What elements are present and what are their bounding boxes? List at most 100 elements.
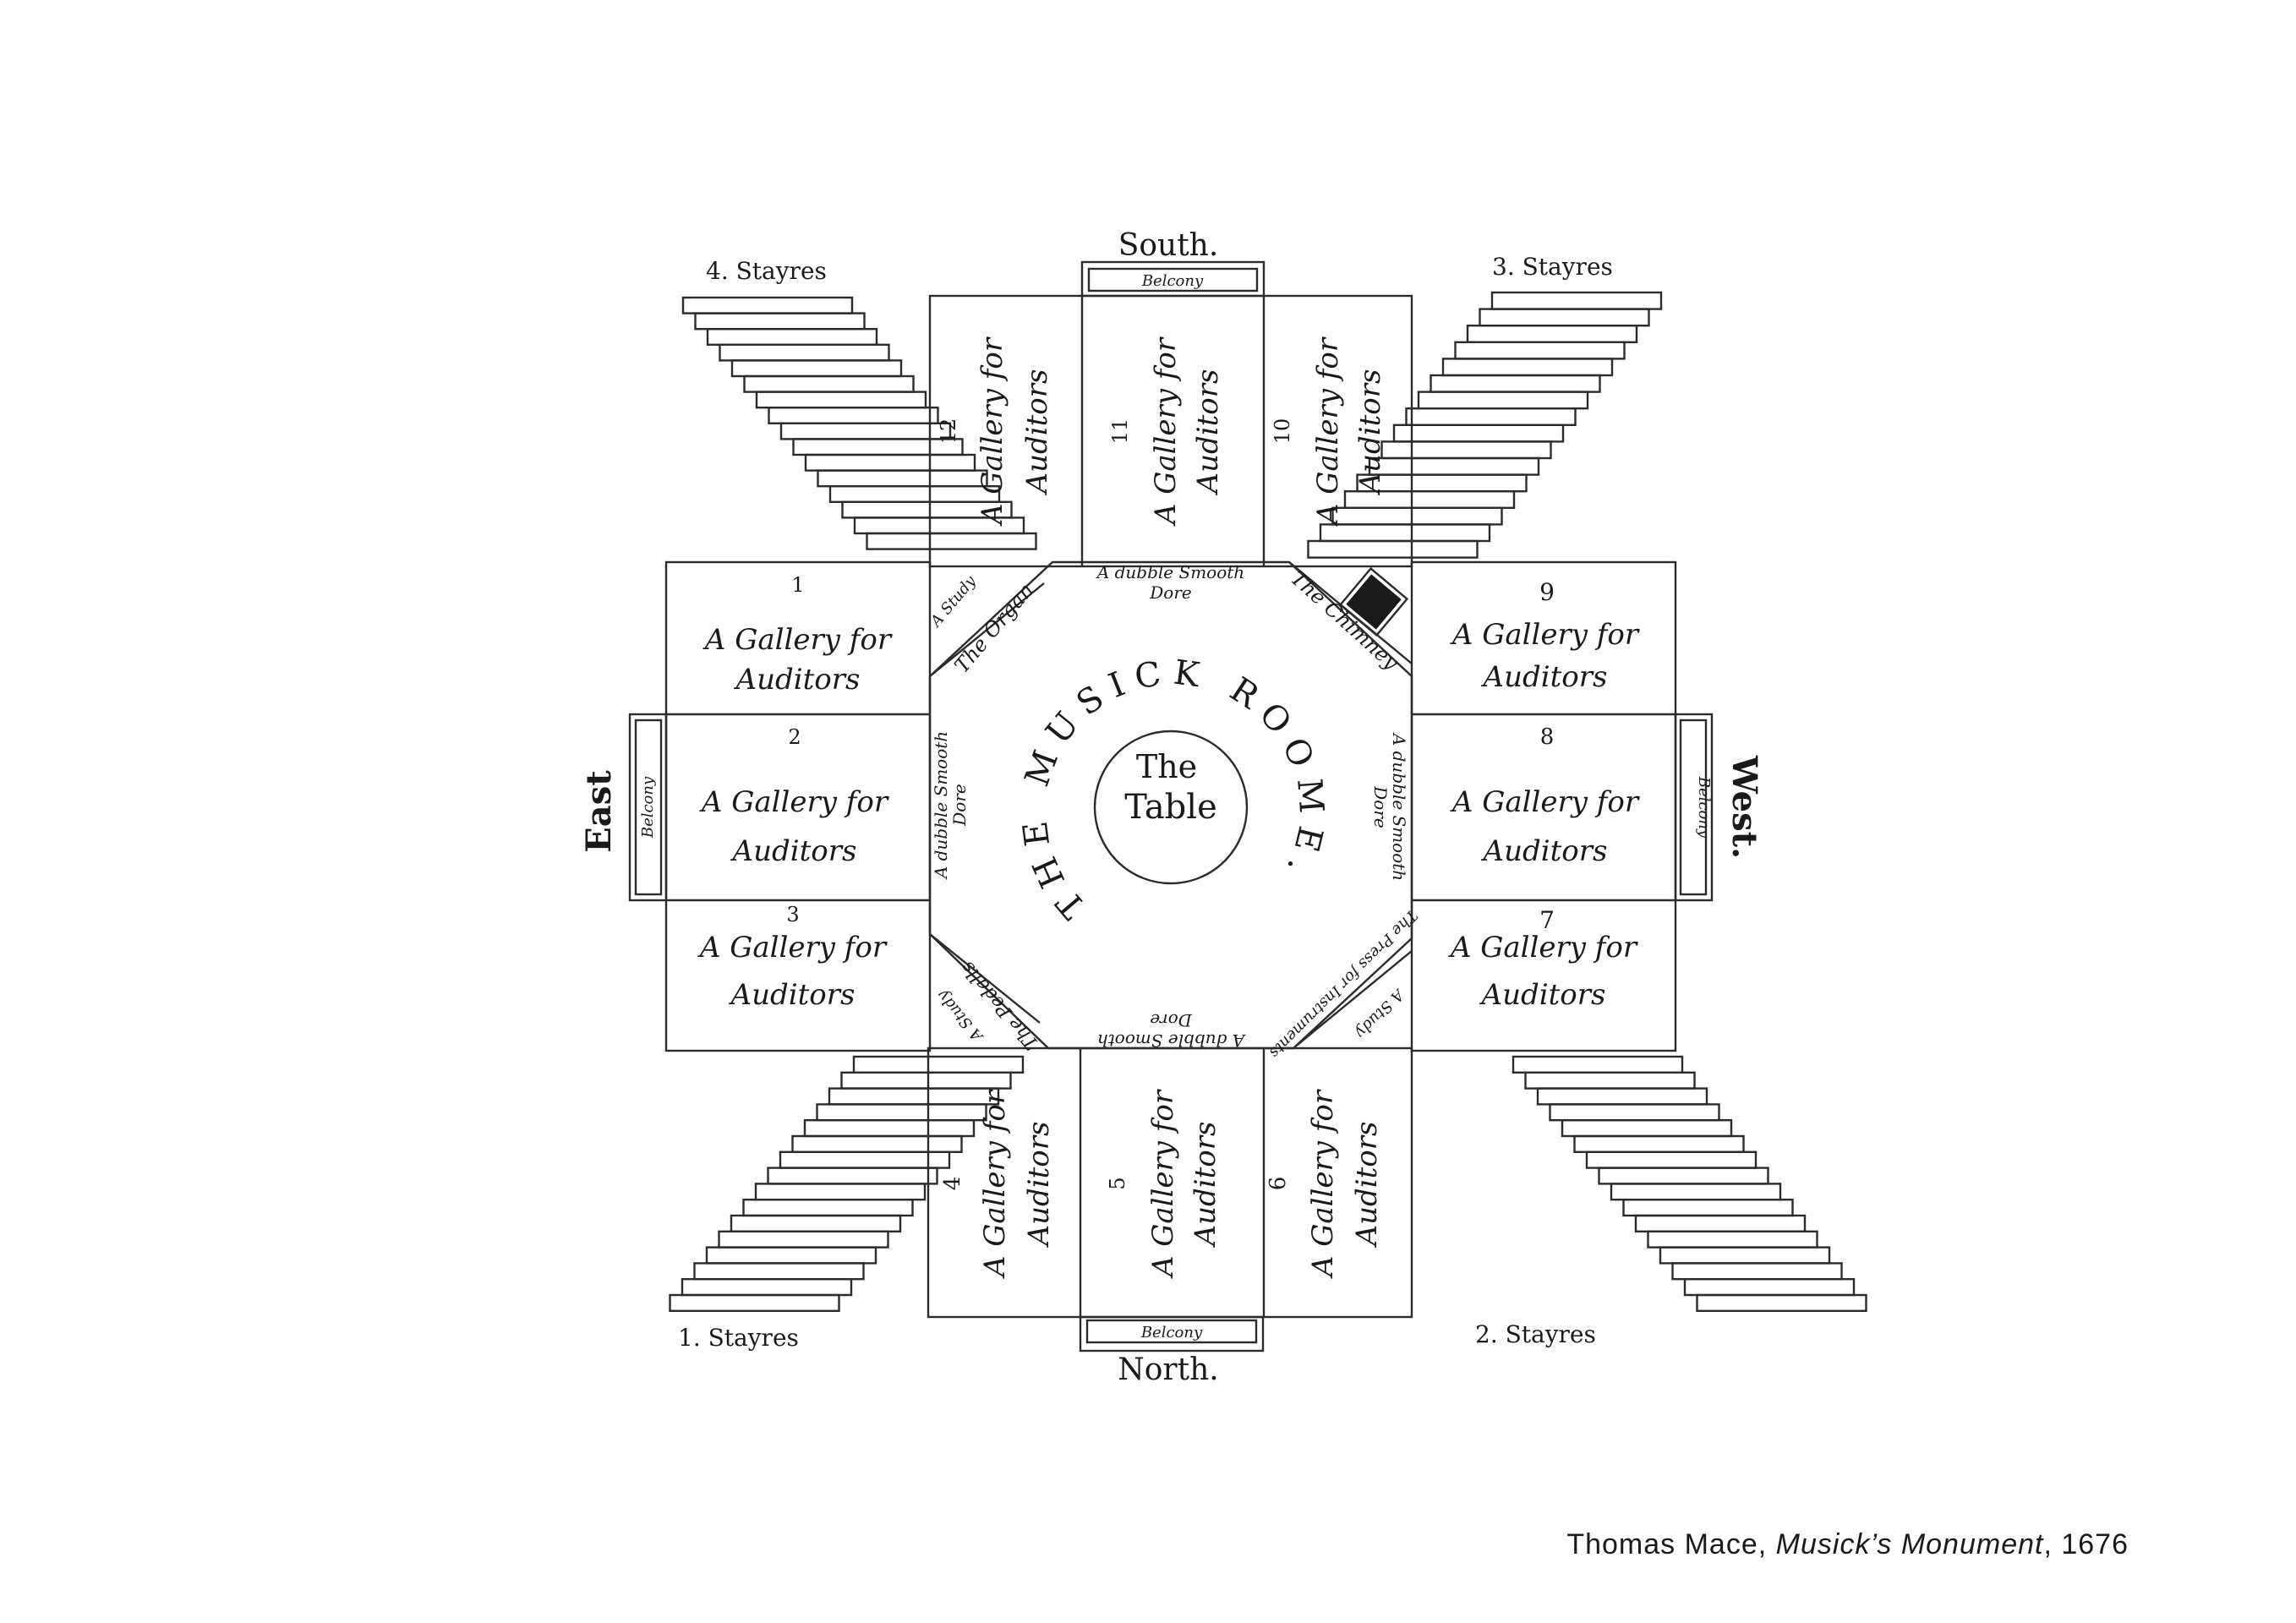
stair-tread (1405, 407, 1577, 427)
gallery-8: 8 A Gallery for Auditors (1450, 724, 1640, 868)
gallery-6: 6 A Gallery for Auditors (1266, 1089, 1384, 1279)
table-label-line1: The (1136, 748, 1197, 785)
stair-tread (1536, 1087, 1708, 1106)
gallery-label-line2: Auditors (1481, 660, 1608, 694)
door-label-line2: Dore (1149, 582, 1191, 603)
door-north: A dubble Smooth Dore (1097, 1010, 1246, 1051)
gallery-5: 5 A Gallery for Auditors (1106, 1089, 1222, 1279)
stair-tread (816, 1103, 987, 1122)
stair-tread (742, 1198, 914, 1217)
stairs-2 (1512, 1055, 1867, 1312)
stair-tread (817, 469, 988, 488)
stair-tread (1598, 1167, 1769, 1185)
stair-tread (852, 1055, 1025, 1074)
door-label-line2: Dore (1150, 1010, 1192, 1030)
stair-tread (840, 1071, 1012, 1090)
stair-tread (1561, 1118, 1733, 1138)
figure-caption: Thomas Mace, Musick’s Monument, 1676 (1566, 1528, 2129, 1561)
gallery-4: 4 A Gallery for Auditors (940, 1089, 1056, 1279)
stair-tread (1441, 358, 1614, 377)
stair-tread (1380, 440, 1552, 460)
stair-tread (1585, 1150, 1758, 1169)
balcony-east-label: Belcony (639, 776, 657, 839)
stair-tread (767, 1167, 938, 1185)
compass-west: West. (1725, 755, 1764, 859)
stairs-3-label: 3. Stayres (1492, 253, 1613, 281)
stair-tread (804, 453, 976, 472)
gallery-number: 6 (1266, 1177, 1291, 1191)
gallery-label-line2: Auditors (1479, 978, 1606, 1012)
compass-south: South. (1118, 228, 1219, 263)
stair-tread (681, 296, 854, 314)
gallery-number: 9 (1539, 578, 1555, 606)
stair-tread (803, 1118, 976, 1138)
study-nw-label: A Study (926, 572, 980, 631)
gallery-12: 12 A Gallery for Auditors (937, 336, 1054, 527)
stair-tread (705, 1246, 877, 1265)
stair-tread (719, 343, 890, 362)
stairs-2-label: 2. Stayres (1475, 1320, 1596, 1348)
stair-tread (755, 391, 927, 409)
compass-north: North. (1118, 1352, 1218, 1387)
stair-tread (1331, 506, 1503, 526)
stair-tread (1454, 341, 1626, 360)
gallery-number: 4 (940, 1177, 965, 1191)
chimney-label: The Chimney (1286, 566, 1403, 675)
gallery-label-line1: A Gallery for (1450, 618, 1640, 652)
gallery-label-line2: Auditors (1353, 369, 1387, 496)
chimney-icon (1338, 566, 1409, 637)
stair-tread (1647, 1230, 1818, 1249)
stair-tread (1659, 1246, 1831, 1265)
door-label-line1: A dubble Smooth (1096, 562, 1244, 582)
gallery-label-line2: Auditors (729, 978, 856, 1012)
gallery-1: 1 A Gallery for Auditors (702, 573, 893, 697)
gallery-label-line2: Auditors (734, 663, 861, 697)
gallery-label-line2: Auditors (730, 834, 857, 868)
stair-tread (791, 1134, 963, 1153)
stair-tread (706, 328, 878, 347)
gallery-label-line2: Auditors (1189, 1122, 1222, 1249)
gallery-9: 9 A Gallery for Auditors (1450, 578, 1640, 694)
stair-tread (1610, 1183, 1782, 1201)
door-label-line1: A dubble Smooth (931, 731, 951, 880)
caption-work: Musick’s Monument (1775, 1528, 2044, 1560)
gallery-label-line2: Auditors (1481, 834, 1608, 868)
door-west: A dubble Smooth Dore (1370, 732, 1409, 881)
gallery-label-line2: Auditors (1350, 1122, 1384, 1249)
caption-author: Thomas Mace, (1566, 1528, 1776, 1560)
door-east: A dubble Smooth Dore (931, 731, 970, 880)
stair-tread (1573, 1134, 1745, 1153)
gallery-2: 2 A Gallery for Auditors (699, 725, 889, 868)
balcony-south-label: Belcony (1141, 272, 1204, 290)
stair-tread (1549, 1103, 1720, 1122)
door-label-line2: Dore (1370, 785, 1391, 828)
gallery-number: 2 (788, 725, 801, 749)
stair-tread (779, 422, 952, 440)
staircases (669, 291, 1867, 1312)
balcony-west-label: Belcony (1695, 776, 1713, 839)
gallery-label-line1: A Gallery for (976, 336, 1009, 527)
stair-tread (828, 485, 1001, 504)
gallery-label-line1: A Gallery for (702, 623, 893, 657)
stair-tread (1683, 1277, 1856, 1297)
stair-tread (730, 359, 903, 378)
stair-tread (1671, 1262, 1843, 1281)
stair-tread (1430, 374, 1601, 393)
stair-tread (669, 1293, 840, 1312)
gallery-11: 11 A Gallery for Auditors (1108, 336, 1225, 527)
gallery-number: 5 (1106, 1177, 1129, 1189)
compass-east: East (579, 770, 619, 853)
gallery-label-line2: Auditors (1191, 369, 1225, 496)
door-label-line2: Dore (949, 784, 970, 826)
gallery-label-line1: A Gallery for (1450, 785, 1640, 819)
gallery-label-line1: A Gallery for (1149, 336, 1183, 527)
table-label-line2: Table (1124, 788, 1217, 827)
gallery-label-line1: A Gallery for (1146, 1089, 1180, 1279)
stairs-1 (669, 1055, 1025, 1312)
stair-tread (1524, 1071, 1696, 1090)
stair-tread (1368, 456, 1540, 476)
gallery-label-line2: Auditors (1020, 369, 1054, 496)
instruments-label: The Press for Instruments (1266, 906, 1421, 1062)
gallery-7: 7 A Gallery for Auditors (1448, 906, 1638, 1012)
stair-tread (1634, 1214, 1807, 1232)
